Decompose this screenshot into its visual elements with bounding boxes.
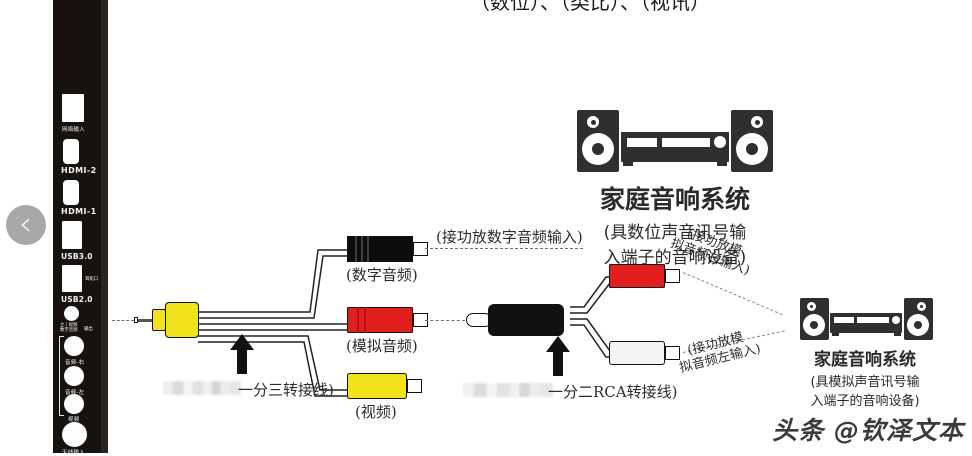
audio-system-digital-sub2: 入端子的音响设备) [603,248,747,268]
connector-rca-right [609,264,680,288]
port-label-usb-3-0: USB3.0 [61,252,93,261]
port-side-label-headphone: 耳机口 [85,277,99,282]
caption-digital-audio: (数字音频) [346,266,418,284]
annotation-analog-left: (接功放模 拟音频左输入) [678,327,762,376]
analog-audio-dashline [425,320,465,321]
audio-system-analog-title: 家庭音响系统 [814,350,916,370]
audio-system-analog-sub2: 入端子的音响设备) [810,394,920,409]
port-usb-2-0 [62,265,82,292]
speaker-left-icon-2 [800,298,829,340]
port-lan [62,94,84,122]
connector-rca-left [609,341,680,365]
port-hdmi-2 [63,139,79,164]
connector-video [347,373,422,399]
port-label-hdmi-2: HDMI-2 [61,166,97,175]
port-label-audio-left: 音频-左 [65,390,85,396]
port-video [64,394,84,414]
rca-splitter-plug [466,303,594,337]
port-usb-3-0 [62,221,82,249]
audio-system-analog-equipment [800,298,933,340]
caption-video: (视频) [355,403,397,421]
splitter2-arrow-icon [546,336,570,376]
watermark: 头条 @钦泽文本 [772,416,964,445]
speaker-left-icon [577,110,619,172]
port-label-lan: 网络输入 [62,127,85,133]
port-audio-left [64,366,84,386]
port-label-digital-audio-out: 立 / 视频数字音频 [60,323,78,333]
previous-slide-button[interactable] [6,205,46,245]
chevron-left-icon [21,218,30,232]
audio-system-digital-sub1: (具数位声音讯号输 [603,223,747,243]
splitter3-label-mosaic [163,381,241,395]
audio-system-digital-title: 家庭音响系统 [599,185,750,214]
audio-system-analog-sub1: (具模拟声音讯号输 [810,375,920,390]
splitter2-label-mosaic [463,383,553,397]
tv-side-panel: 网络输入 HDMI-2 HDMI-1 USB3.0 耳机口 USB2.0 立 /… [46,0,108,456]
annotation-digital-input: (接功放数字音频输入) [436,228,583,246]
port-audio-right [64,336,84,356]
audio-system-analog: 家庭音响系统 (具模拟声音讯号输 入端子的音响设备) [780,298,950,409]
port-label-usb-2-0: USB2.0 [61,295,93,304]
top-cutoff-caption: （数位）、（类比）、（视讯） [470,0,710,14]
splitter2-label: 一分二RCA转接线) [548,383,678,401]
splitter3-label: 一分三转接线) [238,381,334,399]
splitter3-arrow-icon [230,334,254,374]
port-label-audio-right: 音频-右 [65,360,85,366]
port-antenna [62,422,87,447]
port-label-hdmi-1: HDMI-1 [61,207,97,216]
amplifier-icon [621,132,729,166]
port-label-video: 视频 [68,417,80,423]
amplifier-icon-2 [830,313,902,336]
port-digital-audio-out [64,306,79,321]
audio-system-digital: 家庭音响系统 (具数位声音讯号输 入端子的音响设备) [575,110,775,268]
jack-plug-tip [134,313,154,327]
jack-plug-body [152,302,199,338]
speaker-right-icon-2 [904,298,933,340]
caption-analog-audio: (模拟音频) [346,337,418,355]
splitter3-wires [198,249,350,397]
digital-audio-dashline [425,248,583,249]
port-side-label-output: 输出 [84,327,93,332]
audio-system-digital-equipment [577,110,773,172]
port-hdmi-1 [63,180,79,205]
connector-digital-audio [347,236,428,262]
rca-right-dashline [682,272,783,316]
port-label-antenna: 天线输入 [62,450,85,456]
av-group-bracket [59,336,64,416]
speaker-right-icon [731,110,773,172]
connector-analog-audio [347,307,428,333]
av-group-label: AV 输入 [46,323,52,342]
